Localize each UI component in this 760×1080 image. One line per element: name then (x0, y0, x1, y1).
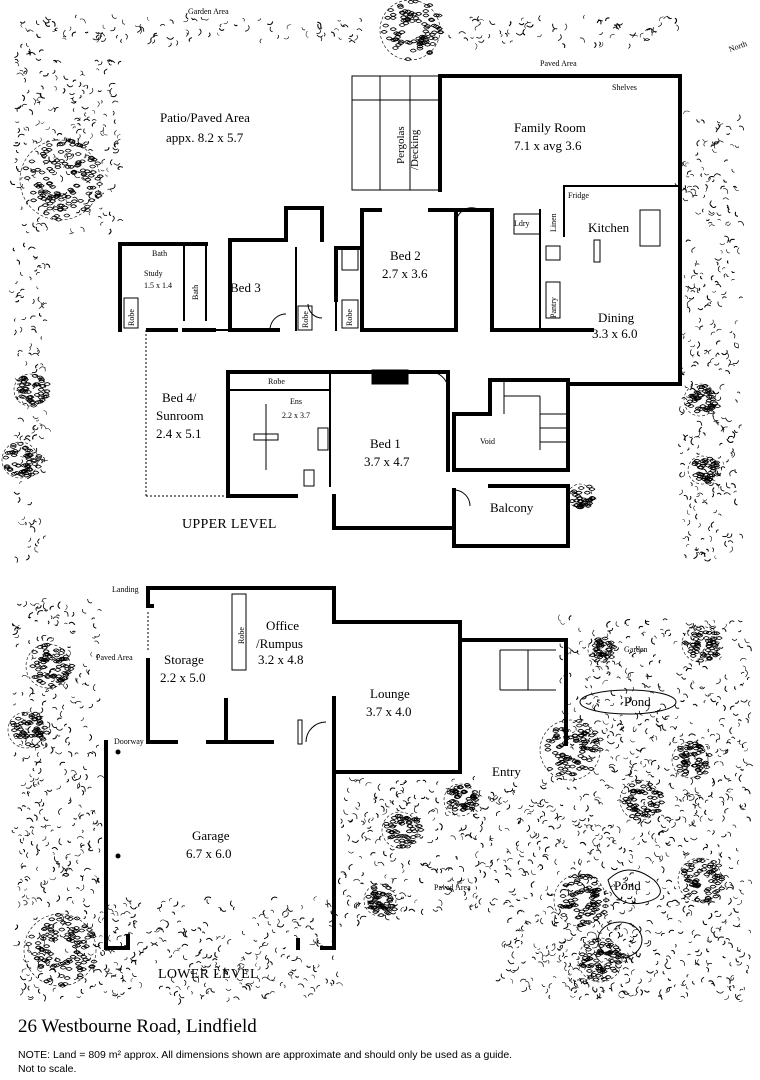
entry-label: Entry (492, 764, 521, 779)
disclaimer-note: NOTE: Land = 809 m² approx. All dimensio… (18, 1049, 513, 1075)
patio-dim: appx. 8.2 x 5.7 (166, 130, 244, 145)
property-address: 26 Westbourne Road, Lindfield (18, 1016, 257, 1037)
bed3-label: Bed 3 (230, 280, 261, 295)
office-label: Office (266, 618, 299, 633)
robe-label-4: Robe (268, 377, 285, 386)
pond-label-2: Pond (614, 878, 641, 893)
bath-left-label: Bath (152, 249, 167, 258)
kitchen-label: Kitchen (588, 220, 630, 235)
bed1-label: Bed 1 (370, 436, 401, 451)
ens-label: Ens (290, 397, 302, 406)
garden-right-label: Garden (624, 645, 648, 654)
family-room-label: Family Room (514, 120, 586, 135)
bed2-dim: 2.7 x 3.6 (382, 266, 428, 281)
lounge-label: Lounge (370, 686, 410, 701)
bath-label-2: Bath (191, 285, 200, 300)
paved-area-top-label: Paved Area (540, 59, 577, 68)
doorway-label: Doorway (114, 737, 144, 746)
garage-label: Garage (192, 828, 230, 843)
robe-label-5: Robe (237, 627, 246, 644)
pond-label-1: Pond (624, 694, 651, 709)
lower-level-title: LOWER LEVEL (158, 967, 259, 982)
family-room-dim: 7.1 x avg 3.6 (514, 138, 582, 153)
office-dim: 3.2 x 4.8 (258, 652, 304, 667)
upper-level-walls (118, 74, 682, 548)
decking-label: /Decking (409, 129, 421, 170)
pergolas-label: Pergolas (395, 126, 407, 164)
garden-foliage (1, 0, 754, 1005)
garden-area-label: Garden Area (188, 7, 229, 16)
landing-label: Landing (112, 585, 139, 594)
ens-dim: 2.2 x 3.7 (282, 411, 310, 420)
upper-level-title: UPPER LEVEL (182, 517, 277, 532)
dining-dim: 3.3 x 6.0 (592, 326, 638, 341)
sunroom-label: Sunroom (156, 408, 204, 423)
bed4-dim: 2.4 x 5.1 (156, 426, 202, 441)
bed1-dim: 3.7 x 4.7 (364, 454, 410, 469)
upper-level-fixtures (123, 75, 661, 507)
robe-label-2: Robe (301, 311, 310, 328)
robe-label-1: Robe (127, 309, 136, 326)
robe-label-3: Robe (345, 309, 354, 326)
rumpus-label: /Rumpus (256, 636, 303, 651)
bed4-label: Bed 4/ (162, 390, 197, 405)
storage-dim: 2.2 x 5.0 (160, 670, 206, 685)
north-label: North (728, 39, 749, 54)
paved-area-left-label: Paved Area (96, 653, 133, 662)
dining-label: Dining (598, 310, 635, 325)
shelves-label: Shelves (612, 83, 637, 92)
void-label: Void (480, 437, 495, 446)
lower-level-walls (104, 586, 568, 950)
garage-dim: 6.7 x 6.0 (186, 846, 232, 861)
pantry-label: Pantry (549, 297, 558, 318)
study-label: Study (144, 269, 163, 278)
study-dim: 1.5 x 1.4 (144, 281, 172, 290)
fridge-label: Fridge (568, 191, 589, 200)
ldry-label: Ldry (514, 219, 530, 228)
balcony-label: Balcony (490, 500, 534, 515)
linen-label: Linen (549, 213, 558, 232)
storage-label: Storage (164, 652, 204, 667)
room-labels: Garden Area North Paved Area Patio/Paved… (96, 7, 748, 982)
lower-level-fixtures (115, 593, 677, 959)
paved-area-lower-label: Paved Area (434, 883, 471, 892)
lounge-dim: 3.7 x 4.0 (366, 704, 412, 719)
bed2-label: Bed 2 (390, 248, 421, 263)
patio-title: Patio/Paved Area (160, 110, 250, 125)
